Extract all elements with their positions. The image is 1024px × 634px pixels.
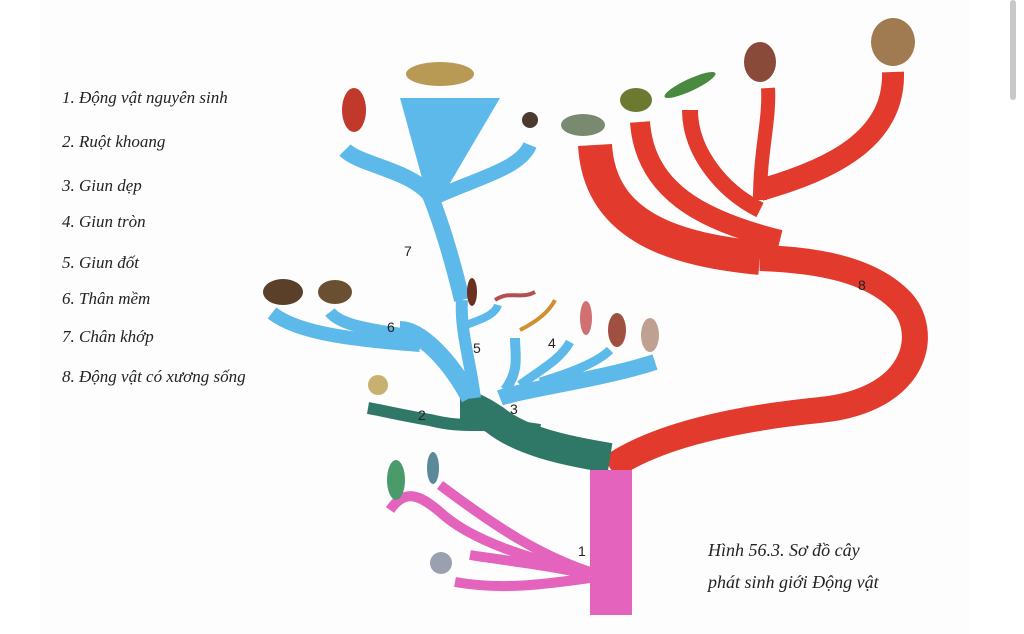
- scrollbar[interactable]: [1010, 0, 1016, 100]
- caption-line-2: phát sinh giới Động vật: [708, 572, 879, 592]
- fish-icon: [561, 114, 605, 136]
- liver-fluke-icon: [608, 313, 626, 347]
- branch-number-3: 3: [510, 401, 518, 417]
- arthropod-wedge: [400, 98, 500, 200]
- branch-number-1: 1: [578, 543, 586, 559]
- branch-number-2: 2: [418, 407, 426, 423]
- legend-item-4: 4. Giun tròn: [62, 212, 146, 231]
- legend-item-7: 7. Chân khớp: [62, 327, 154, 346]
- lizard-icon: [664, 71, 716, 99]
- legend-item-2: 2. Ruột khoang: [62, 132, 166, 151]
- snail-icon: [318, 280, 352, 304]
- paramecium-icon: [427, 452, 439, 484]
- legend-item-8: 8. Động vật có xương sống: [62, 367, 246, 386]
- grasshopper-icon: [406, 62, 474, 86]
- legend-item-6: 6. Thân mềm: [62, 289, 151, 308]
- amoeba-icon: [430, 552, 452, 574]
- frog-icon: [620, 88, 652, 112]
- lobster-icon: [342, 88, 366, 132]
- protozoa-branch: [385, 470, 632, 615]
- euglena-icon: [387, 460, 405, 500]
- branch-number-8: 8: [858, 277, 866, 293]
- legend-item-5: 5. Giun đốt: [62, 253, 139, 272]
- roundworm-icon: [519, 299, 557, 332]
- mussel-icon: [263, 279, 303, 305]
- branch-number-7: 7: [404, 243, 412, 259]
- hydra-icon: [368, 375, 388, 395]
- earthworm-icon: [493, 290, 536, 302]
- branch-number-6: 6: [387, 319, 395, 335]
- tapeworm-icon: [641, 318, 659, 352]
- vertebrate-branch: [578, 71, 928, 479]
- spider-icon: [522, 112, 538, 128]
- branch-number-4: 4: [548, 335, 556, 351]
- bird-icon: [744, 42, 776, 82]
- caption-line-1: Hình 56.3. Sơ đồ cây: [708, 540, 860, 560]
- flatworm-icon: [580, 301, 592, 335]
- legend-item-1: 1. Động vật nguyên sinh: [62, 88, 228, 107]
- animal-icons: [263, 18, 915, 574]
- branch-number-5: 5: [473, 340, 481, 356]
- legend-item-3: 3. Giun dẹp: [62, 176, 142, 195]
- cnidaria-branch: [366, 390, 613, 473]
- rabbit-icon: [871, 18, 915, 66]
- centipede-icon: [467, 278, 477, 306]
